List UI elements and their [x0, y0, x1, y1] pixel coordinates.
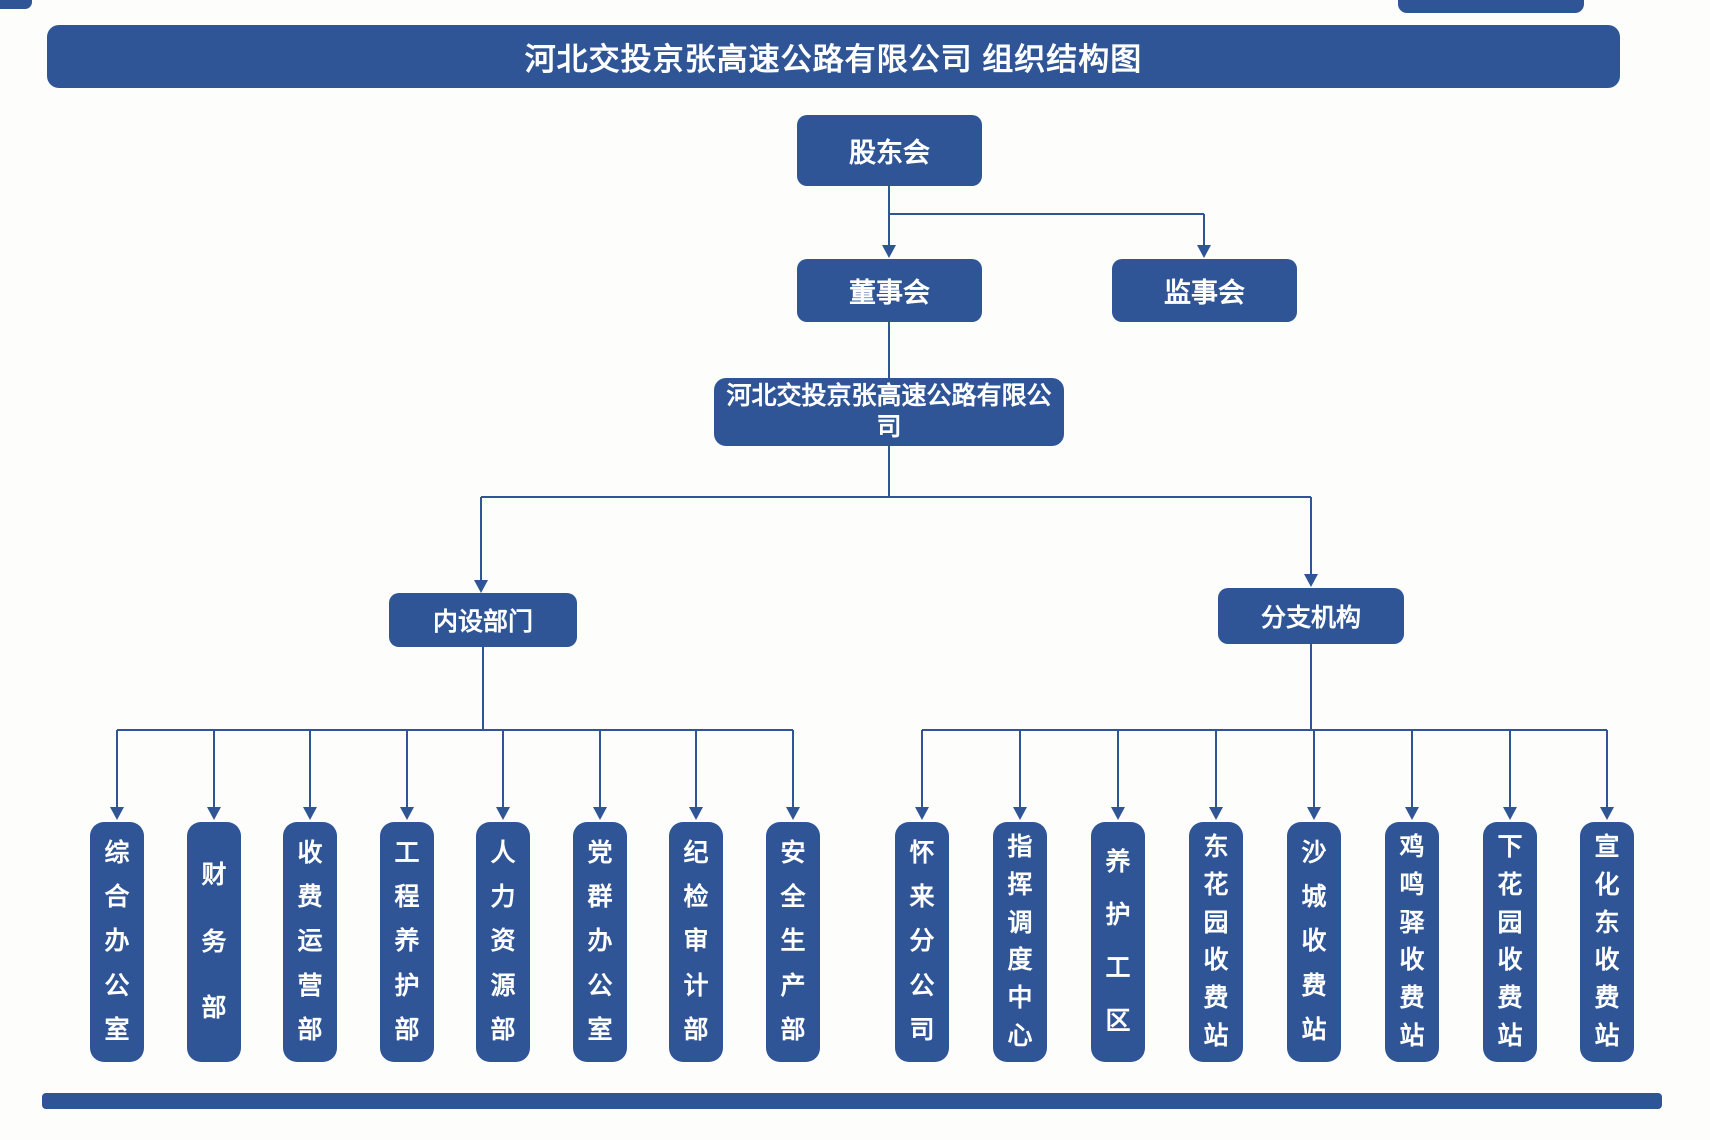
- branch-org-box-0: 怀来分公司: [895, 822, 949, 1062]
- internal-dept-box-5: 党群办公室: [573, 822, 627, 1062]
- top-right-accent-strip: [1398, 0, 1584, 13]
- branch-org-label: 沙城收费站: [1301, 839, 1327, 1044]
- internal-dept-label: 综合办公室: [104, 839, 130, 1044]
- internal-dept-label: 纪检审计部: [683, 839, 709, 1044]
- node-company-label: 河北交投京张高速公路有限公司: [726, 382, 1052, 441]
- branch-org-box-3: 东花园收费站: [1189, 822, 1243, 1062]
- branch-org-box-7: 宣化东收费站: [1580, 822, 1634, 1062]
- chart-title-banner: 河北交投京张高速公路有限公司 组织结构图: [47, 25, 1620, 88]
- node-branch-organizations-label: 分支机构: [1260, 604, 1361, 632]
- internal-dept-box-1: 财务部: [187, 822, 241, 1062]
- branch-org-label: 怀来分公司: [909, 839, 935, 1044]
- branch-org-label: 鸡鸣驿收费站: [1399, 832, 1425, 1051]
- top-left-accent-strip: [0, 0, 32, 9]
- bottom-accent-bar: [42, 1093, 1662, 1109]
- node-board-of-directors: 董事会: [797, 259, 982, 322]
- branch-org-label: 指挥调度中心: [1007, 832, 1033, 1051]
- node-supervisory-board: 监事会: [1112, 259, 1297, 322]
- internal-dept-label: 安全生产部: [780, 839, 806, 1044]
- internal-dept-box-3: 工程养护部: [380, 822, 434, 1062]
- node-shareholders-label: 股东会: [849, 138, 930, 168]
- node-supervisory-board-label: 监事会: [1164, 278, 1245, 308]
- internal-dept-box-4: 人力资源部: [476, 822, 530, 1062]
- internal-dept-label: 收费运营部: [297, 839, 323, 1044]
- branch-org-box-1: 指挥调度中心: [993, 822, 1047, 1062]
- branch-org-box-4: 沙城收费站: [1287, 822, 1341, 1062]
- internal-dept-box-2: 收费运营部: [283, 822, 337, 1062]
- chart-title: 河北交投京张高速公路有限公司 组织结构图: [524, 42, 1143, 77]
- internal-dept-label: 人力资源部: [490, 839, 516, 1044]
- internal-dept-box-0: 综合办公室: [90, 822, 144, 1062]
- internal-dept-box-6: 纪检审计部: [669, 822, 723, 1062]
- node-internal-departments: 内设部门: [389, 593, 577, 647]
- branch-org-box-5: 鸡鸣驿收费站: [1385, 822, 1439, 1062]
- node-board-of-directors-label: 董事会: [849, 278, 930, 308]
- branch-org-box-2: 养护工区: [1091, 822, 1145, 1062]
- internal-dept-label: 党群办公室: [587, 839, 613, 1044]
- node-shareholders: 股东会: [797, 115, 982, 186]
- internal-dept-label: 财务部: [201, 861, 227, 1022]
- branch-org-label: 宣化东收费站: [1594, 832, 1620, 1051]
- internal-dept-box-7: 安全生产部: [766, 822, 820, 1062]
- node-internal-departments-label: 内设部门: [432, 608, 533, 636]
- branch-org-label: 下花园收费站: [1497, 832, 1523, 1051]
- branch-org-box-6: 下花园收费站: [1483, 822, 1537, 1062]
- node-company: 河北交投京张高速公路有限公司: [714, 378, 1064, 446]
- branch-org-label: 养护工区: [1105, 848, 1131, 1035]
- branch-org-label: 东花园收费站: [1203, 832, 1229, 1051]
- node-branch-organizations: 分支机构: [1218, 588, 1404, 644]
- internal-dept-label: 工程养护部: [394, 839, 420, 1044]
